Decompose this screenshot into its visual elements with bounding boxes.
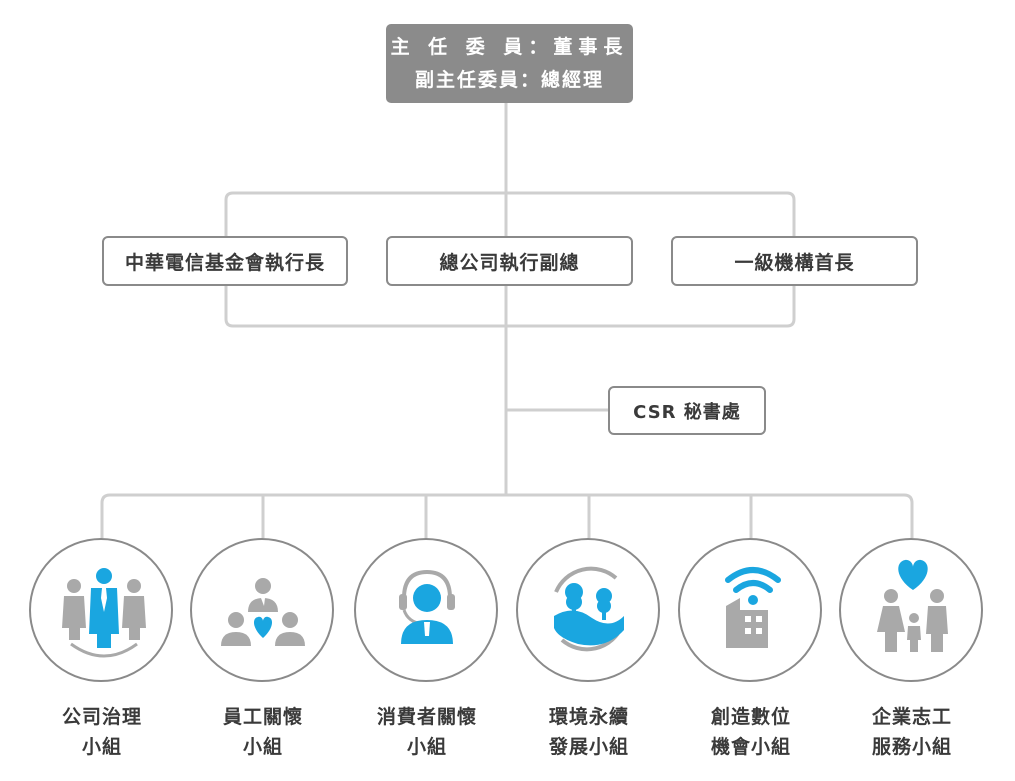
volunteer-family-icon <box>839 538 983 682</box>
members-bracket-top <box>224 191 796 236</box>
chairman-title: 主 任 委 員：董事長 <box>390 35 629 58</box>
member-box-executive-vp: 總公司執行副總 <box>386 236 633 286</box>
group-label-consumer-care: 消費者關懷小組 <box>376 706 477 758</box>
member-box-foundation-ceo: 中華電信基金會執行長 <box>102 236 348 286</box>
members-bracket-bottom <box>224 286 796 328</box>
digital-opportunity-icon <box>678 538 822 682</box>
group-label-digital-opportunity: 創造數位機會小組 <box>710 706 791 758</box>
customer-service-icon <box>354 538 498 682</box>
group-label-volunteer: 企業志工服務小組 <box>871 706 952 758</box>
environment-icon <box>516 538 660 682</box>
vice-chairman-title: 副主任委員：總經理 <box>414 68 604 91</box>
groups-bar <box>100 493 914 538</box>
group-label-environment: 環境永續發展小組 <box>548 706 629 758</box>
corporate-governance-icon <box>29 538 173 682</box>
group-label-corporate-governance: 公司治理小組 <box>61 706 142 758</box>
employee-care-icon <box>190 538 334 682</box>
group-label-employee-care: 員工關懷小組 <box>222 706 303 758</box>
member-box-division-heads: 一級機構首長 <box>671 236 918 286</box>
csr-secretariat-box: CSR 秘書處 <box>608 386 766 435</box>
chairman-box: 主 任 委 員：董事長 副主任委員：總經理 <box>386 24 633 103</box>
